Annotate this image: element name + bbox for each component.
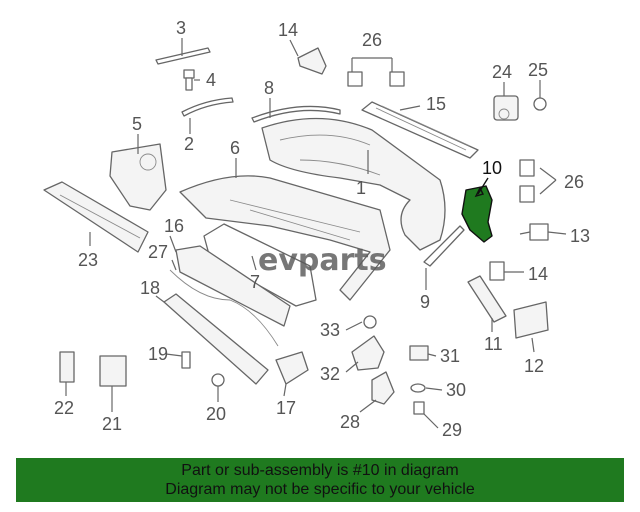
part-28-sensor-housing (371, 371, 395, 405)
callout-28: 28 (340, 412, 360, 432)
callout-6: 6 (230, 138, 240, 158)
part-26-clips-top (347, 71, 405, 87)
part-27-harness (169, 269, 279, 347)
callout-8: 8 (264, 78, 274, 98)
callout-29: 29 (442, 420, 462, 440)
part-24-sensor (493, 95, 519, 121)
callout-5: 5 (132, 114, 142, 134)
part-31-mount (409, 345, 429, 361)
callout-12: 12 (524, 356, 544, 376)
callout-7: 7 (250, 272, 260, 292)
part-2-strip (181, 97, 234, 117)
callout-15: 15 (426, 94, 446, 114)
part-26-clips-right (519, 159, 535, 203)
part-29-bolt (413, 401, 425, 415)
part-23-absorber (43, 181, 149, 253)
callout-16: 16 (164, 216, 184, 236)
callout-26-right: 26 (564, 172, 584, 192)
callout-25: 25 (528, 60, 548, 80)
part-14-clip-right (489, 261, 505, 281)
leader-lines (65, 38, 567, 429)
part-16-guide (175, 245, 291, 327)
part-22-plate (59, 351, 75, 383)
part-5-bracket-left (109, 143, 167, 211)
part-18-impact-bar (163, 293, 269, 385)
part-14-bracket-top (297, 47, 327, 75)
part-17-bracket (275, 351, 309, 385)
callout-numbers: 1 2 3 4 5 6 7 8 9 10 11 12 13 14 14 15 1… (54, 18, 590, 440)
part-15-strip (361, 101, 479, 159)
info-banner: Part or sub-assembly is #10 in diagram D… (16, 458, 624, 502)
callout-27: 27 (148, 242, 168, 262)
callout-33: 33 (320, 320, 340, 340)
watermark-text: evparts (258, 243, 387, 278)
part-25-grommet (533, 97, 547, 111)
part-32-bracket (351, 335, 385, 371)
callout-4: 4 (206, 70, 216, 90)
callout-9: 9 (420, 292, 430, 312)
part-12-plate (513, 301, 549, 339)
callout-26-top: 26 (362, 30, 382, 50)
part-13-pin (519, 223, 549, 241)
callout-11: 11 (484, 334, 503, 354)
callout-1: 1 (356, 178, 366, 198)
callout-14-right: 14 (528, 264, 548, 284)
part-19-bolt (181, 351, 191, 369)
part-1-bumper-cover (261, 117, 446, 251)
part-20-clip (211, 373, 225, 387)
part-21-bracket (99, 355, 127, 387)
banner-line-1: Part or sub-assembly is #10 in diagram (181, 462, 459, 479)
watermark-logo: evparts (258, 243, 387, 278)
callout-10-highlighted: 10 (482, 158, 502, 178)
part-9-trim (423, 225, 465, 267)
callout-23: 23 (78, 250, 98, 270)
banner-line-2: Diagram may not be specific to your vehi… (165, 481, 475, 498)
callout-17: 17 (276, 398, 296, 418)
part-11-bracket (467, 275, 507, 323)
callout-3: 3 (176, 18, 186, 38)
part-3-trim-strip (155, 47, 211, 65)
callout-13: 13 (570, 226, 590, 246)
part-33-fastener (363, 315, 377, 329)
parts-diagram: evparts 1 2 3 4 5 6 7 8 9 10 11 12 13 14… (43, 18, 590, 440)
part-8-upper-trim (251, 105, 341, 123)
part-30-washer (410, 383, 426, 393)
part-4-clip (183, 69, 195, 91)
callout-2: 2 (184, 134, 194, 154)
callout-19: 19 (148, 344, 168, 364)
part-10-bracket-highlighted (461, 185, 493, 243)
callout-22: 22 (54, 398, 74, 418)
part-6-lower-cover (179, 175, 391, 301)
callout-32: 32 (320, 364, 340, 384)
callout-31: 31 (440, 346, 460, 366)
callout-18: 18 (140, 278, 160, 298)
callout-30: 30 (446, 380, 466, 400)
callout-14-top: 14 (278, 20, 298, 40)
callout-20: 20 (206, 404, 226, 424)
callout-21: 21 (102, 414, 122, 434)
callout-24: 24 (492, 62, 512, 82)
